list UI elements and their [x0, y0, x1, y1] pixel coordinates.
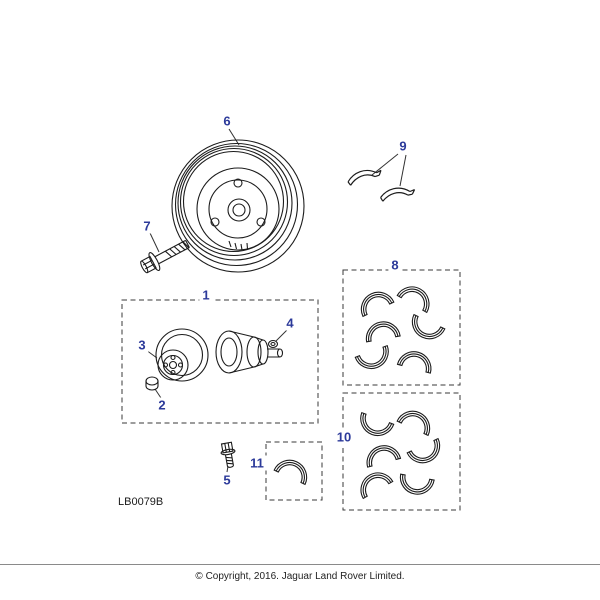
bearing-shell-icon — [396, 405, 436, 436]
callout-3[interactable]: 3 — [135, 337, 149, 353]
bearing-shell-icon — [354, 466, 394, 499]
bearing-shell-icon — [354, 345, 394, 374]
washer-drawing — [267, 339, 279, 349]
retaining-clip-left-drawing — [347, 165, 382, 190]
bearing-shell-icon — [396, 347, 436, 374]
callout-11[interactable]: 11 — [247, 455, 267, 471]
leader-lines — [145, 128, 407, 473]
footer-divider — [0, 564, 600, 565]
damper-hub-drawing — [155, 328, 209, 382]
clip-icon — [347, 165, 382, 190]
bearing-shell-icon — [362, 441, 402, 468]
copyright-text: © Copyright, 2016. Jaguar Land Rover Lim… — [195, 571, 405, 582]
group-box-8 — [342, 269, 461, 386]
bearing-shell-set-upper-drawing — [354, 280, 446, 374]
group-box-1 — [121, 299, 319, 424]
bearing-shell-icon — [355, 286, 395, 317]
callout-1[interactable]: 1 — [199, 287, 213, 303]
group-box-11 — [265, 441, 323, 501]
bearing-shell-icon — [406, 438, 446, 469]
bearing-shell-icon — [397, 473, 435, 498]
callout-10[interactable]: 10 — [333, 429, 355, 445]
bearing-shell-set-lower-drawing — [354, 405, 446, 499]
bearing-shell-icon — [396, 280, 436, 313]
spacer-drawing — [145, 376, 159, 391]
group-box-10 — [342, 392, 461, 511]
callout-7[interactable]: 7 — [140, 218, 154, 234]
bearing-shell-icon — [355, 412, 395, 441]
clip-icon — [379, 181, 416, 209]
callout-2[interactable]: 2 — [155, 397, 169, 413]
flange-bolt-drawing — [220, 441, 236, 468]
retaining-clip-right-drawing — [379, 181, 416, 209]
drawing-code: LB0079B — [118, 496, 164, 508]
bearing-shell-icon — [363, 318, 401, 343]
callout-8[interactable]: 8 — [388, 257, 402, 273]
callout-5[interactable]: 5 — [220, 472, 234, 488]
bearing-shell-single-drawing — [273, 454, 313, 485]
callout-4[interactable]: 4 — [283, 315, 297, 331]
callout-9[interactable]: 9 — [396, 138, 410, 154]
crankshaft-pulley-drawing — [171, 139, 305, 273]
pulley-bolt-drawing — [140, 239, 190, 274]
callout-6[interactable]: 6 — [220, 113, 234, 129]
crank-adapter-drawing — [215, 330, 284, 374]
bearing-shell-icon — [273, 454, 313, 485]
bearing-shell-icon — [406, 314, 446, 345]
